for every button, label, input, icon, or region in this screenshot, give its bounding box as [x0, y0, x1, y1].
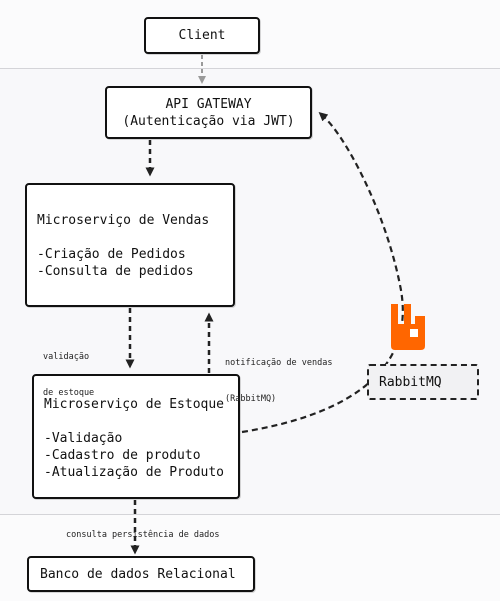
validacao-line: validação: [43, 352, 90, 362]
estoque-title: Microserviço de Estoque: [44, 397, 225, 412]
api-gateway-box[interactable]: API GATEWAY (Autenticação via JWT): [105, 86, 312, 139]
gateway-title: API GATEWAY: [165, 96, 252, 112]
arrow-estoque-gateway-curve: [241, 112, 404, 434]
estoque-item: -Cadastro de produto: [44, 448, 201, 463]
validacao-line: de estoque: [43, 388, 95, 398]
notificacao-line: (RabbitMQ): [225, 394, 277, 404]
rabbitmq-box[interactable]: RabbitMQ: [367, 364, 479, 400]
client-label: Client: [178, 28, 226, 43]
vendas-item: -Consulta de pedidos: [37, 264, 194, 279]
vendas-title: Microserviço de Vendas: [37, 213, 210, 228]
notificacao-label: notificação de vendas (RabbitMQ): [225, 333, 332, 417]
vendas-service-box[interactable]: Microserviço de Vendas -Criação de Pedid…: [25, 183, 235, 307]
gateway-subtitle: (Autenticação via JWT): [122, 113, 295, 129]
notificacao-line: notificação de vendas: [225, 358, 333, 368]
validacao-label: validação de estoque: [43, 327, 94, 411]
database-box[interactable]: Banco de dados Relacional: [27, 556, 255, 592]
vendas-item: -Criação de Pedidos: [37, 247, 186, 262]
rabbitmq-logo-icon: [391, 304, 425, 350]
estoque-item: -Validação: [44, 431, 123, 446]
estoque-item: -Atualização de Produto: [44, 465, 225, 480]
consulta-label: consulta persistência de dados: [66, 530, 220, 540]
client-box[interactable]: Client: [144, 17, 260, 54]
rabbitmq-label: RabbitMQ: [379, 374, 442, 390]
estoque-service-box[interactable]: Microserviço de Estoque -Validação -Cada…: [32, 374, 240, 499]
database-label: Banco de dados Relacional: [40, 566, 236, 582]
